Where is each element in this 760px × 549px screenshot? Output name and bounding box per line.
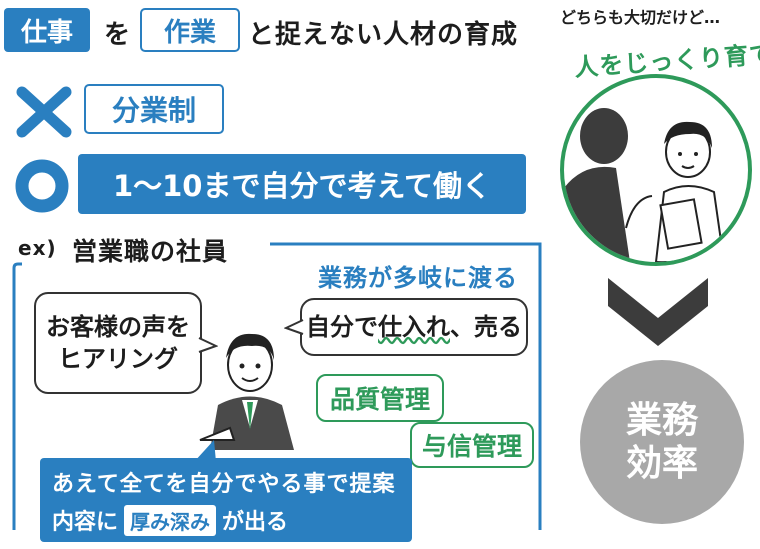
title-rest: と捉えない人材の育成	[248, 20, 519, 50]
bottom-callout-line2-b: が出る	[222, 510, 289, 535]
people-circle	[560, 74, 752, 266]
bubble-sell-a: 自分で	[306, 312, 378, 341]
bubble-sell-tail	[283, 318, 304, 338]
bubble-hearing-line1: お客様の声を	[46, 312, 190, 341]
bottom-callout-line2-a: 内容に	[52, 510, 119, 535]
title-box-shigoto-label: 仕事	[20, 17, 73, 48]
result-line2: 効率	[625, 443, 698, 484]
bubble-hearing: お客様の声を ヒアリング	[34, 292, 202, 394]
circle-icon	[12, 158, 72, 214]
title-box-sagyo: 作業	[140, 8, 240, 52]
example-subtitle: 業務が多岐に渡る	[318, 264, 518, 292]
green-bubble-quality-label: 品質管理	[329, 385, 430, 414]
green-bubble-credit: 与信管理	[410, 422, 534, 468]
result-circle: 業務 効率	[580, 360, 744, 524]
bubble-hearing-tail	[198, 336, 219, 356]
bottom-callout-line1: あえて全てを自分でやる事で提案	[52, 472, 396, 497]
title-particle: を	[104, 20, 132, 50]
right-caption: どちらも大切だけど…	[560, 8, 721, 27]
bubble-sell-b: 仕入れ	[378, 312, 450, 341]
salesperson-illustration	[190, 310, 310, 450]
good-label: 1〜10まで自分で考えて働く	[112, 169, 492, 203]
green-bubble-quality: 品質管理	[316, 374, 444, 422]
bubble-hearing-line2: ヒアリング	[58, 345, 178, 373]
title-box-shigoto: 仕事	[4, 8, 90, 52]
chevron-down-icon	[608, 278, 708, 348]
example-prefix: ex)	[18, 236, 57, 260]
result-line1: 業務	[625, 399, 698, 441]
bad-label: 分業制	[111, 94, 196, 127]
bad-label-box: 分業制	[84, 84, 224, 134]
bottom-callout-line2: 内容に 厚み深み が出る	[52, 504, 288, 536]
bottom-callout	[40, 458, 412, 542]
cross-icon	[14, 84, 74, 140]
title-box-sagyo-label: 作業	[163, 17, 216, 48]
bottom-callout-line2-box: 厚み深み	[124, 504, 217, 536]
bottom-callout-tail	[190, 440, 220, 462]
circle-text: 人をじっくり育てる	[573, 38, 760, 82]
bubble-sell-c: 、売る	[450, 312, 522, 341]
bubble-sell: 自分で 仕入れ 、売る	[300, 298, 528, 356]
example-title: 営業職の社員	[72, 237, 229, 266]
good-label-box: 1〜10まで自分で考えて働く	[78, 154, 526, 214]
green-bubble-credit-label: 与信管理	[421, 432, 522, 461]
example-frame	[0, 230, 560, 549]
